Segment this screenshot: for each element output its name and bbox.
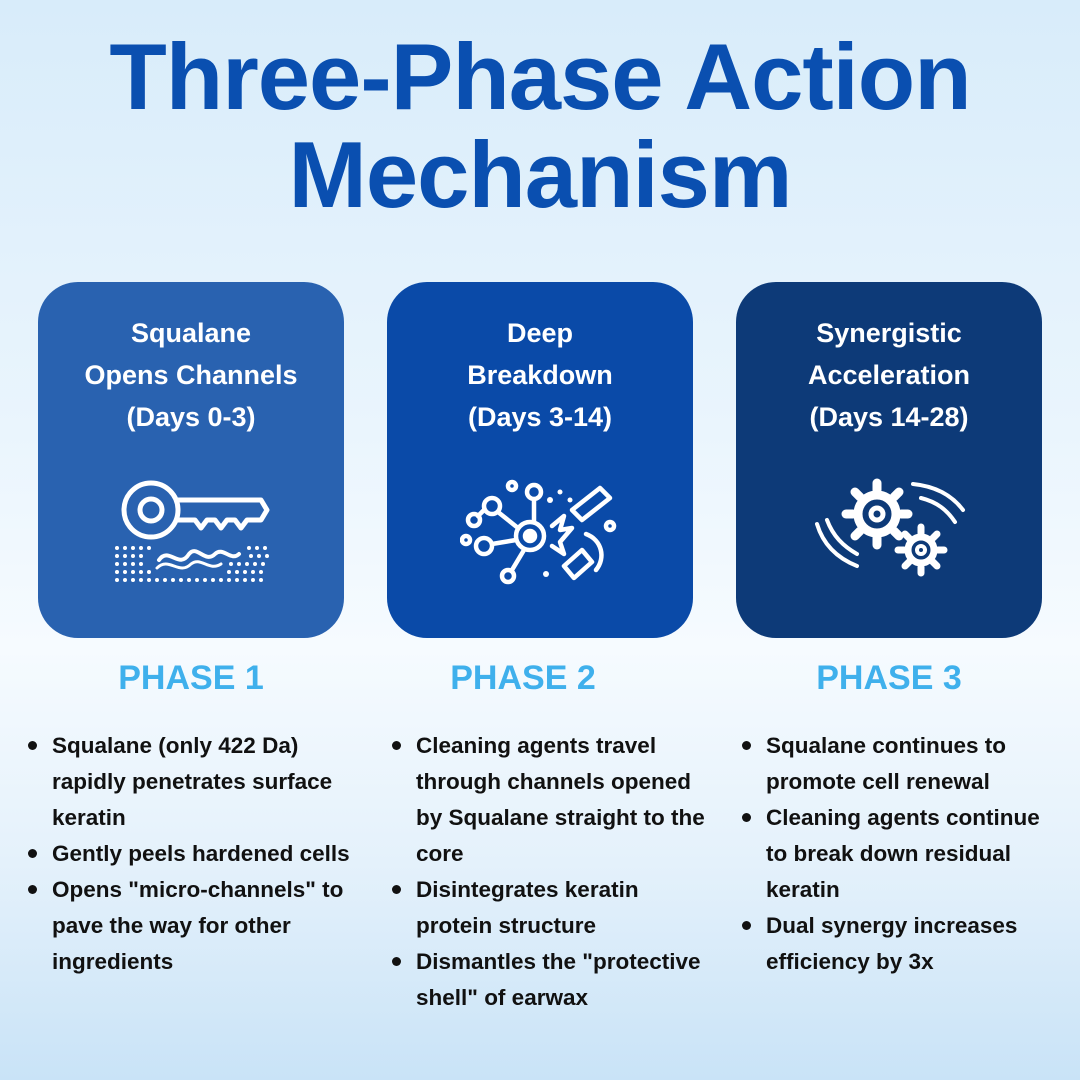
page-title: Three-Phase Action Mechanism <box>0 28 1080 224</box>
phase-3-bullets: Squalane continues to promote cell renew… <box>740 728 1058 980</box>
phase-3-label: PHASE 3 <box>816 659 962 697</box>
title-line-1: Three-Phase Action <box>109 24 971 129</box>
list-item: Cleaning agents travel through channels … <box>390 728 710 872</box>
list-item: Disintegrates keratin protein structure <box>390 872 710 944</box>
phase-2-card: Deep Breakdown (Days 3-14) <box>387 282 693 638</box>
phase-2-card-title: Deep Breakdown (Days 3-14) <box>467 318 613 432</box>
list-item: Opens "micro-channels" to pave the way f… <box>26 872 356 980</box>
phase-2-bullets: Cleaning agents travel through channels … <box>390 728 710 1016</box>
key-icon <box>115 480 270 582</box>
phase-1-card: Squalane Opens Channels (Days 0-3) <box>38 282 344 638</box>
phase-3-card-title: Synergistic Acceleration (Days 14-28) <box>807 318 971 432</box>
list-item: Squalane (only 422 Da) rapidly penetrate… <box>26 728 356 836</box>
list-item: Squalane continues to promote cell renew… <box>740 728 1058 800</box>
phase-2-label: PHASE 2 <box>450 659 596 697</box>
gears-icon <box>815 478 965 577</box>
list-item: Gently peels hardened cells <box>26 836 356 872</box>
phase-1-bullets: Squalane (only 422 Da) rapidly penetrate… <box>26 728 356 980</box>
phase-3-card: Synergistic Acceleration (Days 14-28) <box>736 282 1042 638</box>
molecule-breakdown-icon <box>460 479 617 585</box>
list-item: Cleaning agents continue to break down r… <box>740 800 1058 908</box>
phase-1-card-title: Squalane Opens Channels (Days 0-3) <box>84 318 298 432</box>
list-item: Dismantles the "protective shell" of ear… <box>390 944 710 1016</box>
phase-1-label: PHASE 1 <box>118 659 264 697</box>
title-line-2: Mechanism <box>288 122 793 227</box>
list-item: Dual synergy increases efficiency by 3x <box>740 908 1058 980</box>
